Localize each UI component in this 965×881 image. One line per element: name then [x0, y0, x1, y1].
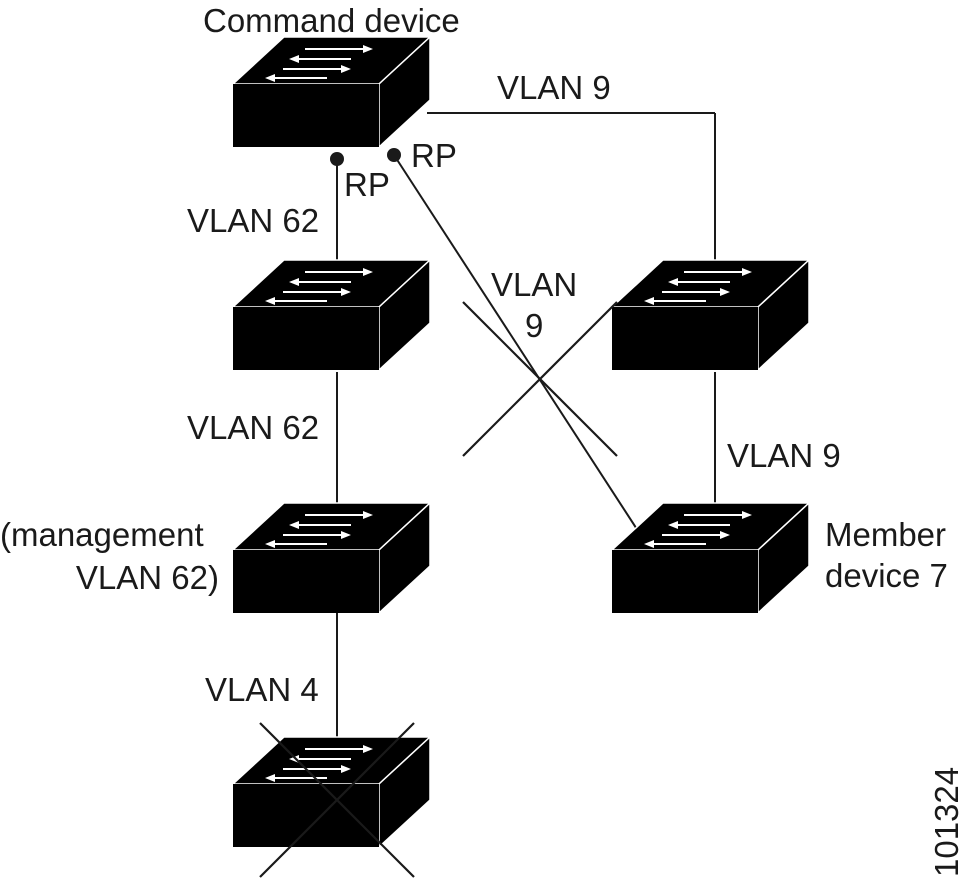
- label-rp-right: RP: [411, 137, 457, 174]
- label-vlan9-center-line1: VLAN: [491, 266, 577, 303]
- bottom-switch-icon: [232, 736, 431, 848]
- links: [336, 112, 716, 752]
- label-management-line1: (management: [0, 516, 204, 553]
- label-command-device: Command device: [203, 2, 460, 39]
- disabled-switch-x-icon: [259, 722, 415, 878]
- label-vlan9-right: VLAN 9: [727, 437, 841, 474]
- label-vlan9-top: VLAN 9: [497, 69, 611, 106]
- label-member-line1: Member: [825, 516, 946, 553]
- label-vlan62-lower: VLAN 62: [187, 409, 319, 446]
- label-vlan9-center-line2: 9: [525, 307, 543, 344]
- label-member-line2: device 7: [825, 557, 948, 594]
- label-rp-left: RP: [344, 166, 390, 203]
- figure-id: 101324: [928, 767, 965, 877]
- rp-dot-right: [387, 148, 401, 162]
- rp-dot-left: [330, 152, 344, 166]
- management-switch-icon: [232, 502, 431, 614]
- switch-icon-middle-left: [232, 259, 431, 371]
- label-vlan62-upper: VLAN 62: [187, 202, 319, 239]
- link-command-rp-to-member: [393, 154, 643, 538]
- blocked-link-x-icon: [462, 301, 618, 457]
- label-vlan4: VLAN 4: [205, 671, 319, 708]
- command-device-switch-icon: [232, 36, 431, 148]
- label-management-line2: VLAN 62): [76, 559, 219, 596]
- member-device-7-switch-icon: [611, 502, 810, 614]
- switch-icon-middle-right: [611, 259, 810, 371]
